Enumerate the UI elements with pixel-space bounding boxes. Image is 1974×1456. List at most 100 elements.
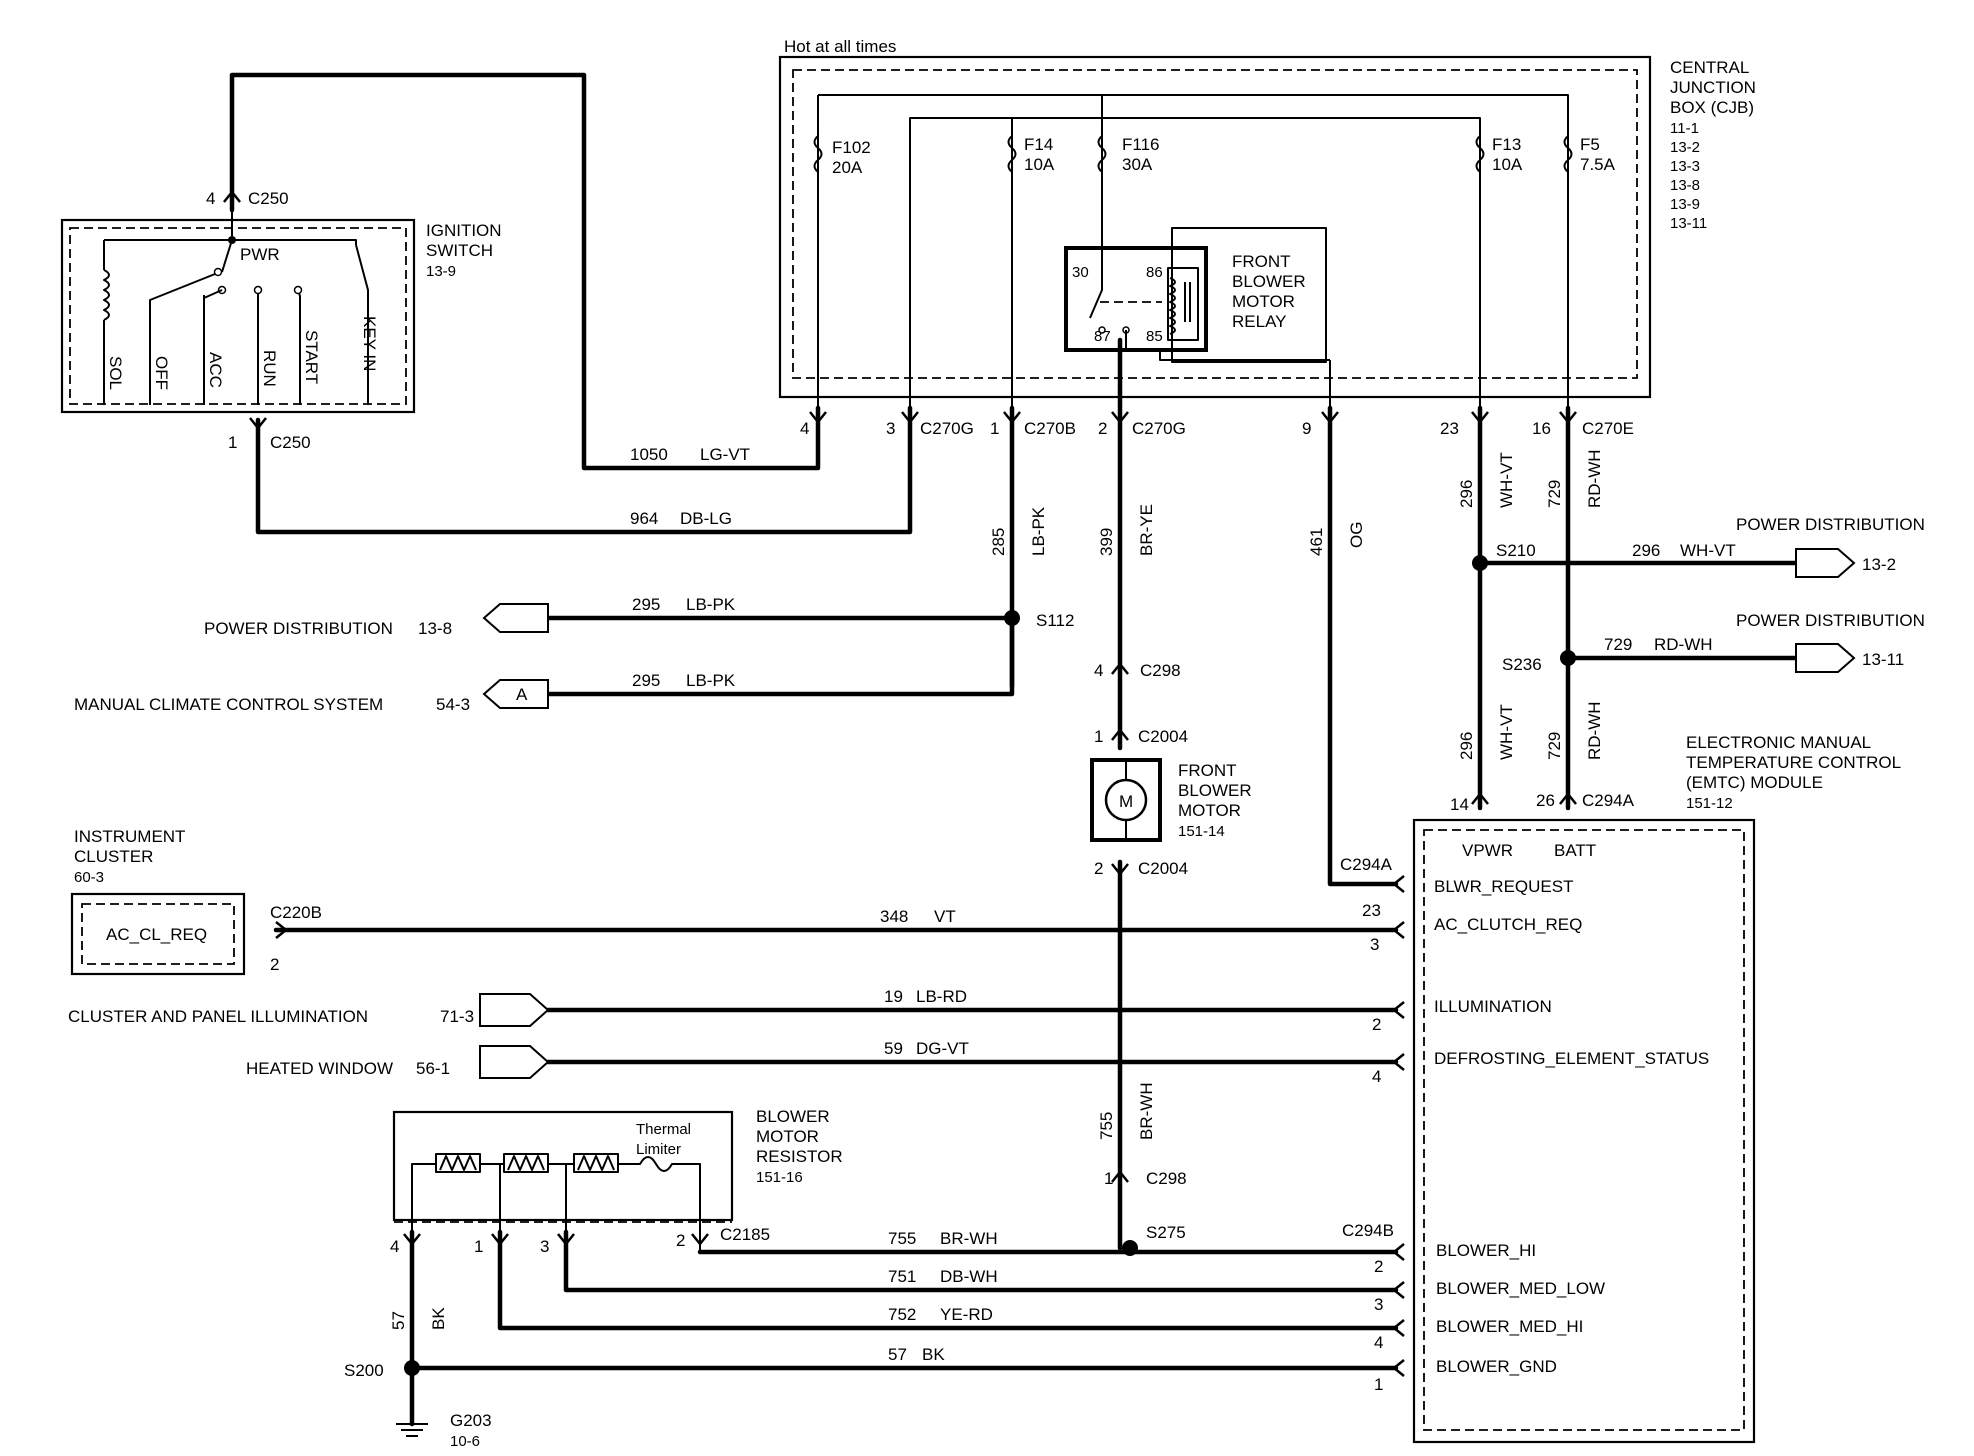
chevron-down-icon <box>491 1233 509 1246</box>
wire-729c-color: RD-WH <box>1585 701 1604 760</box>
emtc-vpwr: VPWR <box>1462 841 1513 860</box>
fuse-f5-name: F5 <box>1580 135 1600 154</box>
chevron-left-icon <box>1392 875 1405 893</box>
motor-label-1: FRONT <box>1178 761 1237 780</box>
cluster-conn: C220B <box>270 903 322 922</box>
resistor-pin-2: 2 <box>676 1231 685 1250</box>
cjb-f13-branch <box>1102 117 1481 410</box>
emtc-label-1: ELECTRONIC MANUAL <box>1686 733 1871 752</box>
relay-pin-86: 86 <box>1146 264 1163 281</box>
cjb-bus <box>818 94 1569 410</box>
motor-c2004-pin2: 2 <box>1094 859 1103 878</box>
wire-729c-num: 729 <box>1545 732 1564 760</box>
chevron-down-icon <box>403 1233 421 1246</box>
fuse-f13-rating: 10A <box>1492 155 1523 174</box>
cjb-pin-2: 2 <box>1098 419 1107 438</box>
ignition-label-2: SWITCH <box>426 241 493 260</box>
cluster-signal: AC_CL_REQ <box>106 925 207 944</box>
ignition-label-1: IGNITION <box>426 221 502 240</box>
cjb-pin-4: 4 <box>800 419 809 438</box>
resistor-label-2: MOTOR <box>756 1127 819 1146</box>
cjb-pin-3: 3 <box>886 419 895 438</box>
chevron-down-icon <box>1321 411 1339 424</box>
wire-295a-color: LB-PK <box>686 595 736 614</box>
wire-295a-num: 295 <box>632 595 660 614</box>
flag-13-11-icon <box>1795 643 1856 673</box>
flag-13-8-icon <box>482 603 549 633</box>
resistor-label-3: RESISTOR <box>756 1147 843 1166</box>
off-page-references: POWER DISTRIBUTION 13-8 MANUAL CLIMATE C… <box>68 515 1925 1079</box>
blower-motor-resistor: BLOWER MOTOR RESISTOR 151-16 Thermal Lim… <box>390 1107 843 1256</box>
ground-name: G203 <box>450 1411 492 1430</box>
chevron-left-icon <box>1392 1359 1405 1377</box>
resistor-pin-3: 3 <box>540 1237 549 1256</box>
emtc-pin-4-medhi: 4 <box>1374 1333 1383 1352</box>
chevron-down-icon <box>1471 411 1489 424</box>
chevron-down-icon <box>901 411 919 424</box>
central-junction-box: Hot at all times CENTRAL JUNCTION BOX (C… <box>778 37 1756 410</box>
wire-964-color: DB-LG <box>680 509 732 528</box>
ignition-label-3: 13-9 <box>426 263 456 280</box>
chevron-up-icon <box>1111 662 1129 675</box>
chevron-up-icon <box>1471 792 1489 805</box>
power-dist-13-8-label: POWER DISTRIBUTION <box>204 619 393 638</box>
wire-296c-num: 296 <box>1457 732 1476 760</box>
heated-label: HEATED WINDOW <box>246 1059 393 1078</box>
ignition-off-contact <box>149 271 221 405</box>
cjb-ref-6: 13-11 <box>1670 215 1707 232</box>
chevron-left-icon <box>1392 921 1405 939</box>
emtc-signal-blower-med-low: BLOWER_MED_LOW <box>1436 1279 1605 1298</box>
chevron-left-icon <box>1392 1001 1405 1019</box>
emtc-pin-2-illum: 2 <box>1372 1015 1381 1034</box>
chevron-down-icon <box>691 1233 709 1246</box>
ignition-solenoid-coil-icon <box>103 269 110 321</box>
wire-57a-num: 57 <box>389 1311 408 1330</box>
emtc-pin-4-defrost: 4 <box>1372 1067 1381 1086</box>
cjb-title-2: JUNCTION <box>1670 78 1756 97</box>
emtc-signal-ac-clutch-req: AC_CLUTCH_REQ <box>1434 915 1582 934</box>
illum-label: CLUSTER AND PANEL ILLUMINATION <box>68 1007 368 1026</box>
fuse-f14-rating: 10A <box>1024 155 1055 174</box>
emtc-signal-blower-gnd: BLOWER_GND <box>1436 1357 1557 1376</box>
wire-57b-num: 57 <box>888 1345 907 1364</box>
wire-751-num: 751 <box>888 1267 916 1286</box>
wire-59-color: DG-VT <box>916 1039 969 1058</box>
ground-ref: 10-6 <box>450 1433 480 1450</box>
front-blower-motor: 4 C298 1 C2004 M FRONT BLOWER MOTOR 151-… <box>1090 661 1252 1188</box>
resistor-label-1: BLOWER <box>756 1107 830 1126</box>
wire-57b-color: BK <box>922 1345 945 1364</box>
fuse-f5-symbol <box>1563 135 1573 173</box>
fuse-f102-symbol <box>813 135 823 173</box>
cluster-pin: 2 <box>270 955 279 974</box>
wire-1050 <box>229 72 821 471</box>
cjb-conn-c270g-2: C270G <box>1132 419 1186 438</box>
fuse-f116-name: F116 <box>1122 135 1160 154</box>
chevron-down-icon <box>249 417 267 430</box>
cjb-f14-feed <box>909 95 1103 410</box>
emtc-signal-illumination: ILLUMINATION <box>1434 997 1552 1016</box>
wires: 1050 LG-VT 964 DB-LG 285 LB-PK S112 295 … <box>229 72 1799 1427</box>
relay-coil-icon <box>1169 277 1176 335</box>
power-dist-13-2-label: POWER DISTRIBUTION <box>1736 515 1925 534</box>
ignition-switch: IGNITION SWITCH 13-9 PWR SOL OFF ACC RUN… <box>60 189 502 452</box>
wire-296a-color: WH-VT <box>1497 452 1516 508</box>
chevron-up-icon <box>1559 792 1577 805</box>
cjb-title-1: CENTRAL <box>1670 58 1749 77</box>
wire-729a-color: RD-WH <box>1585 449 1604 508</box>
fuse-f14-name: F14 <box>1024 135 1053 154</box>
emtc-label-4: 151-12 <box>1686 795 1733 812</box>
relay-pin-30: 30 <box>1072 264 1089 281</box>
cjb-ref-4: 13-8 <box>1670 177 1700 194</box>
cjb-conn-c270e: C270E <box>1582 419 1634 438</box>
connector-chevrons <box>223 190 1577 1377</box>
chevron-up-icon <box>1111 728 1129 741</box>
cjb-pin-23: 23 <box>1440 419 1459 438</box>
ignition-pos-keyin: KEY IN <box>360 316 379 371</box>
wire-296a-num: 296 <box>1457 480 1476 508</box>
emtc-pin-3-ac: 3 <box>1370 935 1379 954</box>
chevron-up-icon <box>223 190 241 203</box>
cjb-ref-1: 11-1 <box>1670 120 1699 137</box>
ground-icon <box>396 1423 428 1437</box>
fuse-f13-name: F13 <box>1492 135 1521 154</box>
emtc-signal-blwr-request: BLWR_REQUEST <box>1434 877 1574 896</box>
